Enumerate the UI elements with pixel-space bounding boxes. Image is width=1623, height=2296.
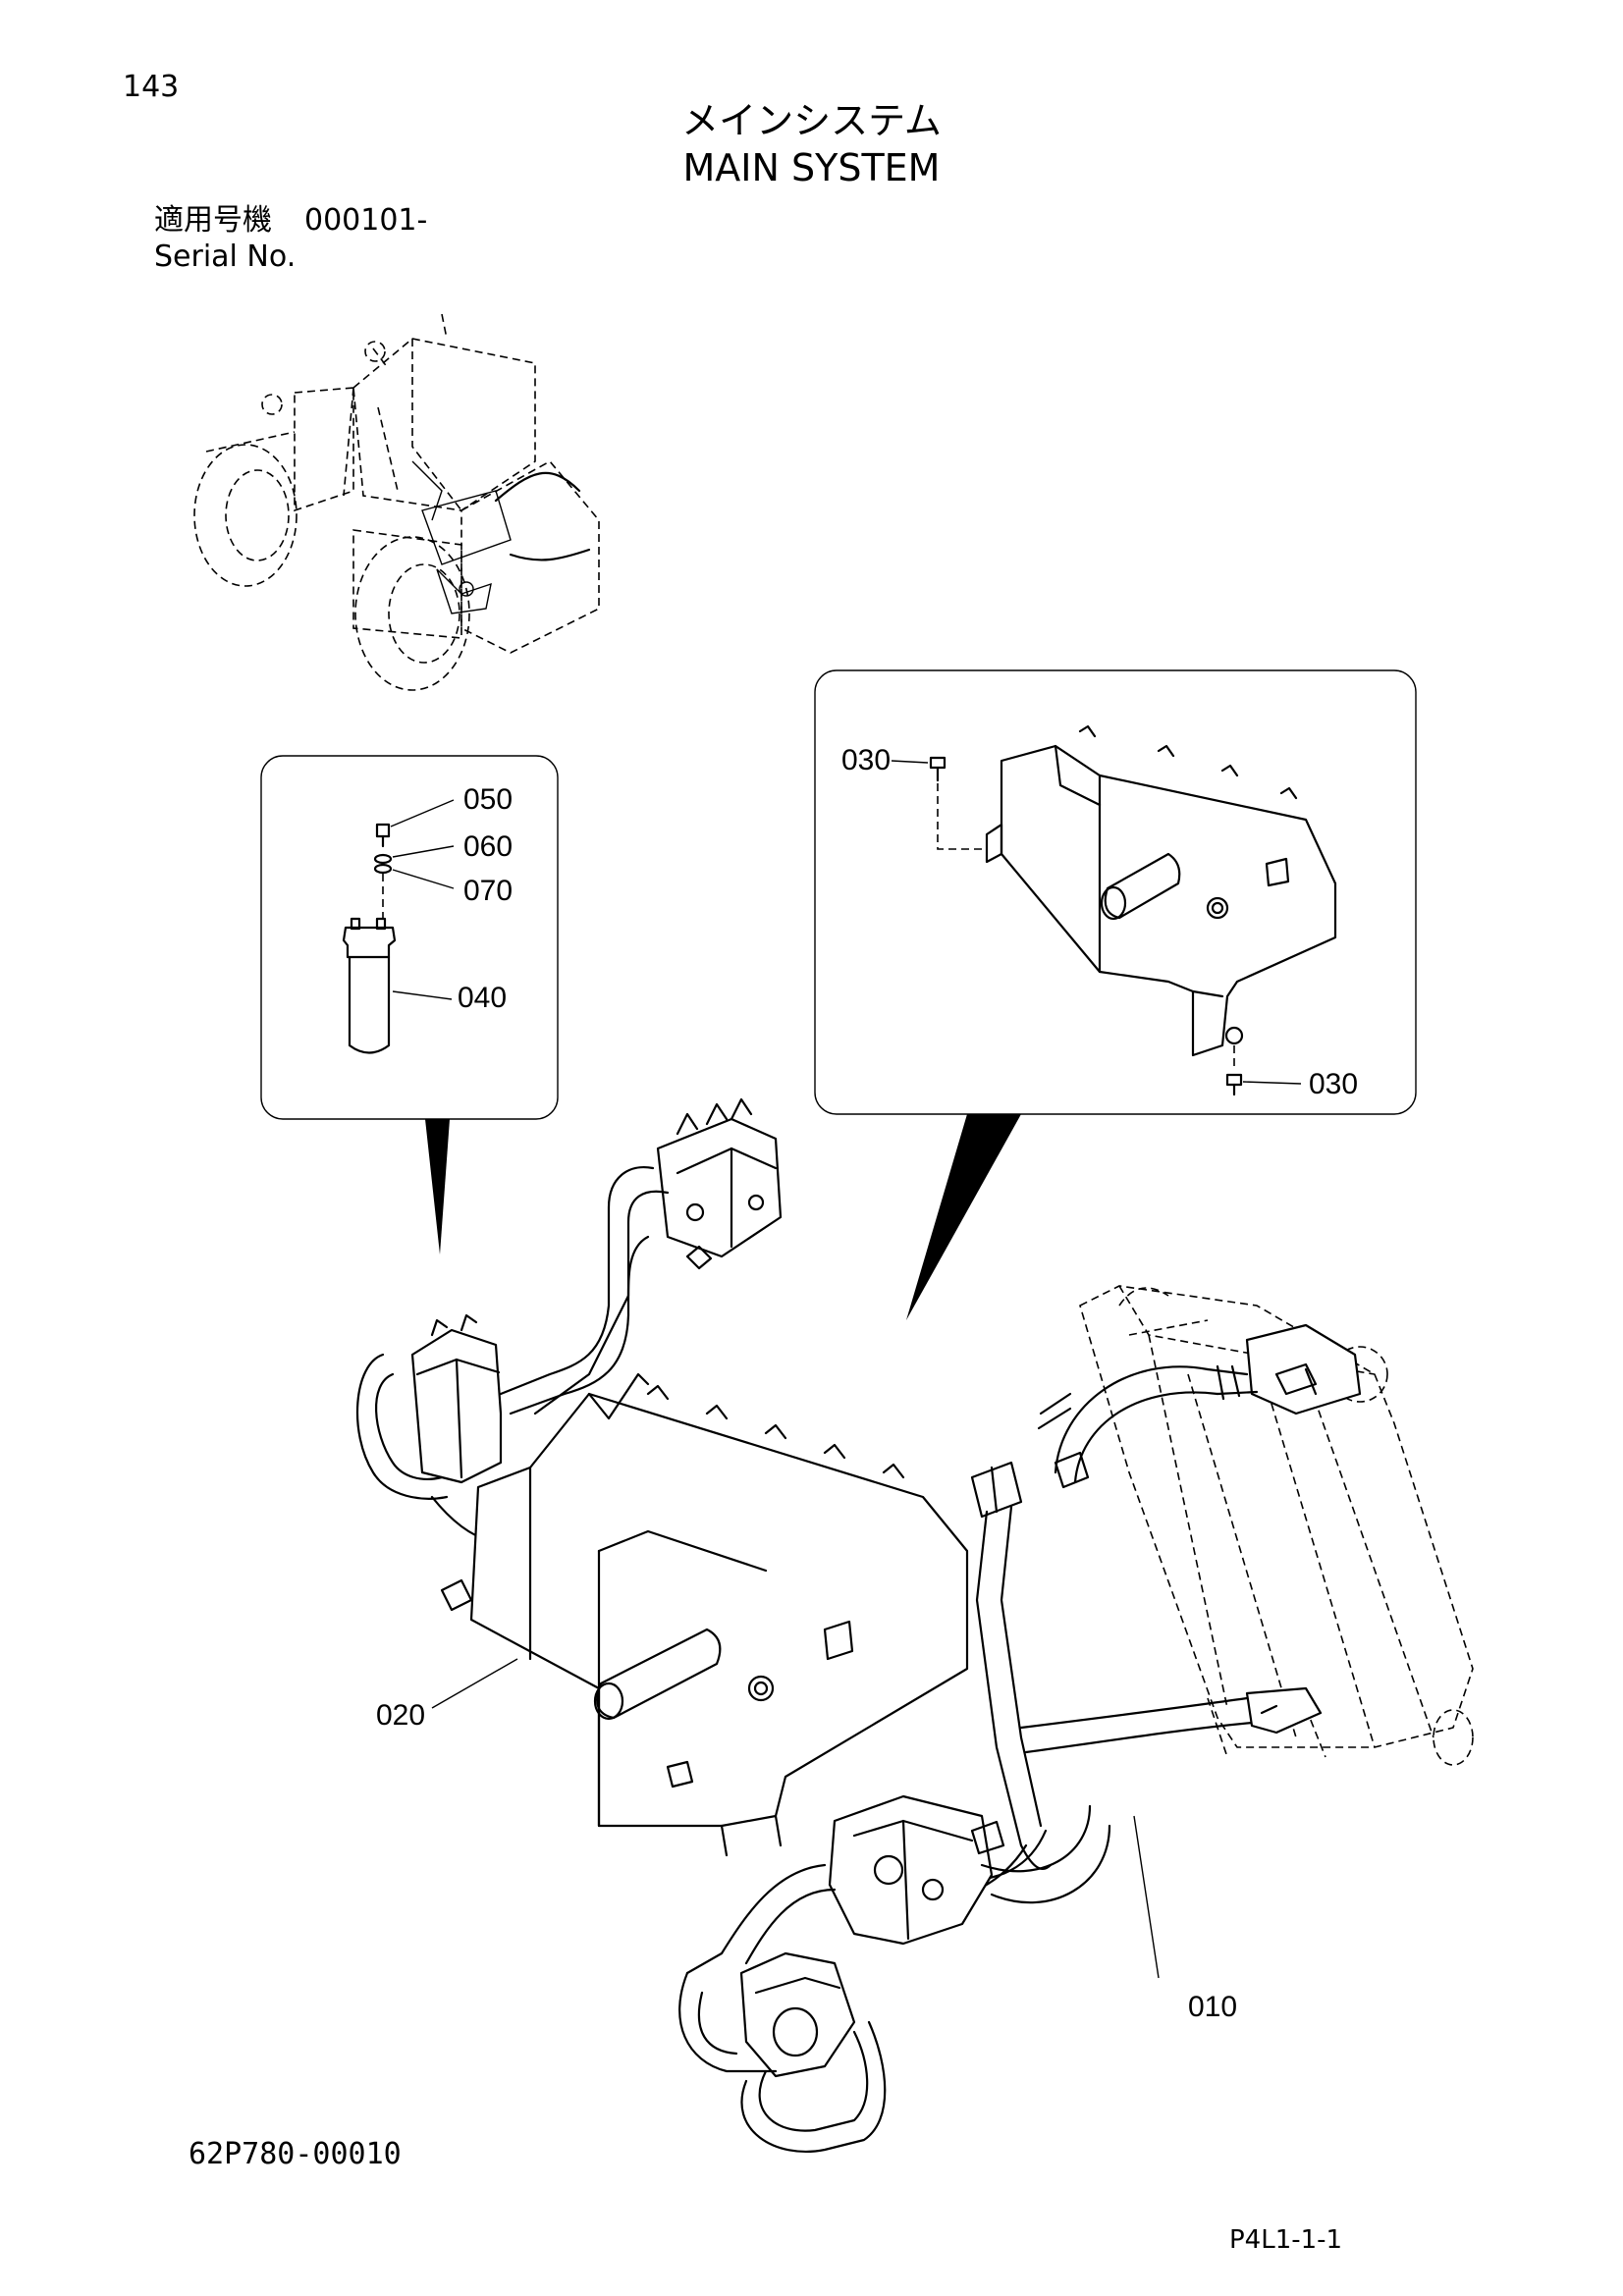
pointer-left [425,1119,450,1255]
callout-050: 050 [463,783,514,816]
main-assembly-illustration [355,1097,1474,2153]
pointer-right [906,1114,1021,1320]
callout-070: 070 [463,875,514,907]
filter-detail-panel [260,755,559,1120]
serial-number-value: 000101- [304,203,428,238]
page-number: 143 [123,70,180,104]
page-title-japanese: メインシステム [681,99,942,142]
page-title-english: MAIN SYSTEM [682,146,941,189]
serial-label-english: Serial No. [154,240,297,274]
callout-020: 020 [376,1699,426,1732]
machine-overview-illustration [193,313,600,691]
tank-detail-panel [814,669,1417,1115]
drawing-number: 62P780-00010 [189,2137,402,2171]
callout-010: 010 [1188,1991,1238,2023]
callout-030-bottom: 030 [1309,1068,1359,1100]
callout-060: 060 [463,830,514,863]
callout-040: 040 [458,982,508,1014]
page-code: P4L1-1-1 [1229,2225,1343,2255]
callout-030-top: 030 [841,744,892,776]
serial-label-japanese: 適用号機 [154,203,272,238]
